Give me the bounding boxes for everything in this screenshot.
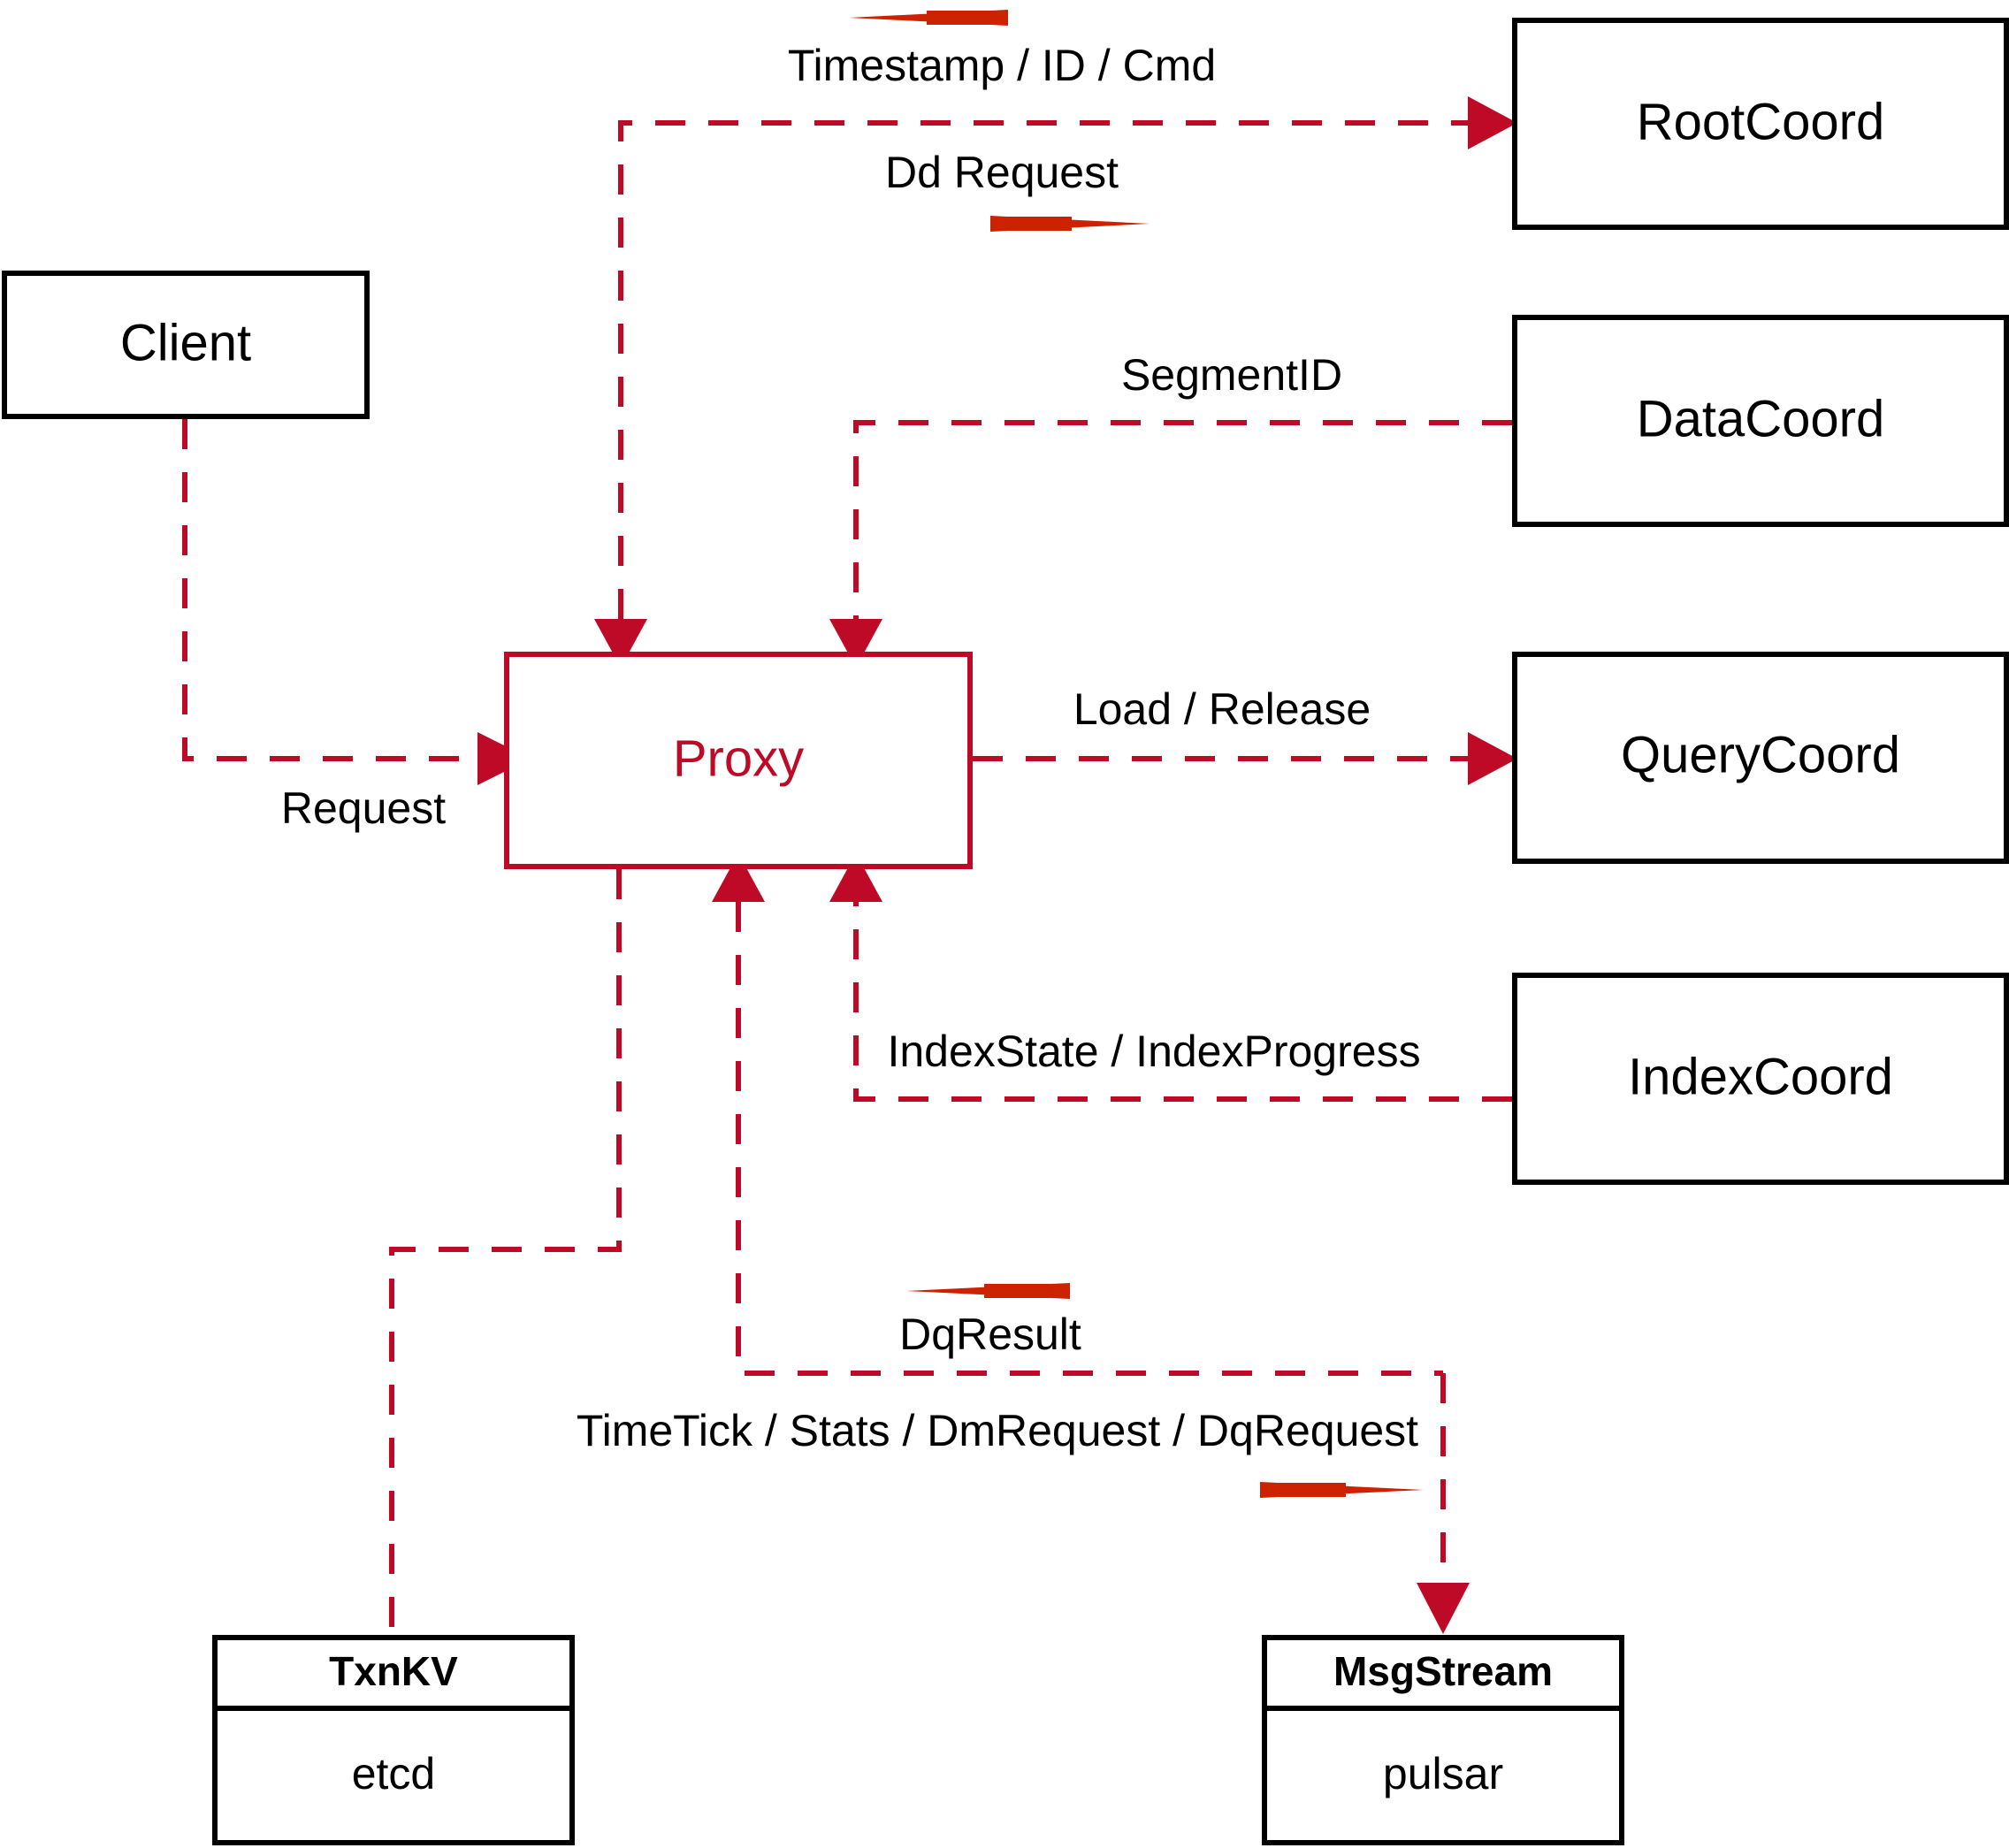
node-msgstream-title: MsgStream xyxy=(1333,1648,1553,1694)
node-client[interactable]: Client xyxy=(2,271,370,419)
edge-dq-result xyxy=(712,853,1443,1376)
node-root-coord-label: RootCoord xyxy=(1637,93,1884,150)
node-msgstream-impl: pulsar xyxy=(1383,1749,1503,1798)
flow-arrow-dd-request-right xyxy=(990,216,1150,232)
node-txnkv-impl: etcd xyxy=(352,1749,436,1798)
node-query-coord-label: QueryCoord xyxy=(1621,726,1900,783)
edge-timetick-stats xyxy=(1417,1373,1470,1634)
flow-arrow-timestamp-left xyxy=(849,10,1008,26)
node-client-label: Client xyxy=(120,314,251,371)
node-data-coord-label: DataCoord xyxy=(1637,390,1884,447)
edge-segment-id xyxy=(829,420,1512,668)
edge-label-request: Request xyxy=(281,783,446,833)
node-query-coord[interactable]: QueryCoord xyxy=(1512,652,2009,864)
node-proxy[interactable]: Proxy xyxy=(504,652,973,869)
flow-arrow-dq-result-left xyxy=(906,1283,1070,1299)
node-index-coord-label: IndexCoord xyxy=(1628,1048,1893,1105)
edge-request xyxy=(182,419,531,785)
edge-label-timestamp-id-cmd: Timestamp / ID / Cmd xyxy=(788,41,1216,90)
edge-index-state xyxy=(829,853,1512,1102)
edge-label-dd-request: Dd Request xyxy=(885,148,1119,197)
node-msgstream[interactable]: MsgStream pulsar xyxy=(1262,1635,1624,1845)
node-data-coord[interactable]: DataCoord xyxy=(1512,315,2009,527)
edge-label-segment-id: SegmentID xyxy=(1121,350,1342,400)
edge-dd-request xyxy=(594,96,1517,668)
edge-label-dq-result: DqResult xyxy=(899,1310,1081,1359)
node-root-coord[interactable]: RootCoord xyxy=(1512,18,2009,230)
node-proxy-label: Proxy xyxy=(673,729,804,787)
edge-txnkv xyxy=(389,869,622,1636)
edge-label-index-state-progress: IndexState / IndexProgress xyxy=(887,1027,1420,1076)
node-txnkv-title: TxnKV xyxy=(329,1648,458,1694)
node-index-coord[interactable]: IndexCoord xyxy=(1512,973,2009,1185)
edge-label-load-release: Load / Release xyxy=(1073,684,1371,734)
flow-arrow-timetick-right xyxy=(1260,1482,1424,1498)
edge-load-release xyxy=(973,732,1517,785)
node-txnkv[interactable]: TxnKV etcd xyxy=(212,1635,575,1845)
edge-label-timetick-stats: TimeTick / Stats / DmRequest / DqRequest xyxy=(577,1406,1418,1455)
